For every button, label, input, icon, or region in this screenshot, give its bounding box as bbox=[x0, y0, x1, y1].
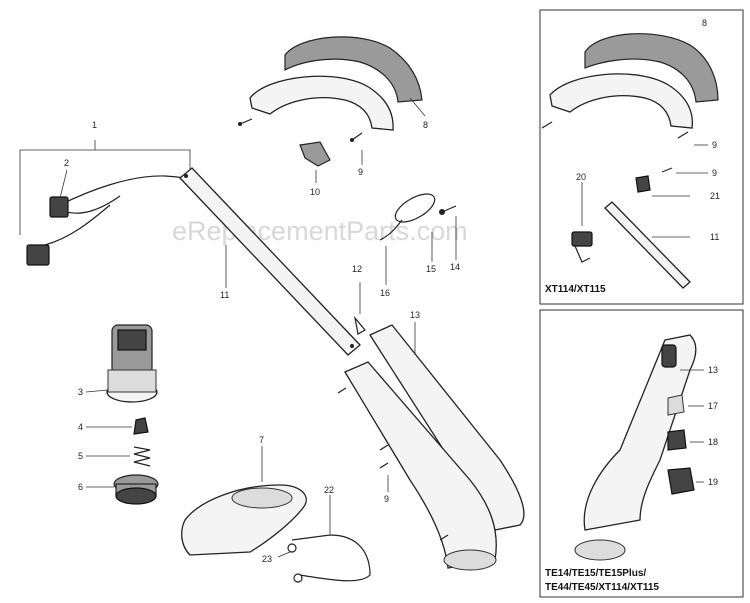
part-15-cord-loop bbox=[379, 193, 457, 285]
callout-8: 8 bbox=[423, 120, 428, 130]
part-1-cord-assembly bbox=[19, 140, 193, 266]
callout-4: 4 bbox=[78, 422, 83, 432]
part-7-guard bbox=[181, 446, 307, 556]
panel-caption-xt114: XT114/XT115 bbox=[545, 284, 606, 295]
part-12-clip bbox=[353, 282, 366, 335]
callout-7: 7 bbox=[259, 435, 264, 445]
part-9-housing-screws bbox=[337, 387, 449, 541]
part-8-handle bbox=[249, 36, 426, 131]
part-13-housing bbox=[344, 322, 525, 571]
panel-callout-11: 11 bbox=[710, 232, 719, 242]
panel-callout-9a: 9 bbox=[712, 140, 717, 150]
part-3-motor bbox=[85, 324, 158, 403]
callout-6: 6 bbox=[78, 482, 83, 492]
callout-22: 22 bbox=[324, 485, 334, 495]
callout-1: 1 bbox=[92, 120, 97, 130]
panel-te-frame bbox=[539, 309, 744, 598]
callout-3: 3 bbox=[78, 387, 83, 397]
callout-10: 10 bbox=[310, 187, 320, 197]
panel-xt114-frame bbox=[539, 9, 744, 305]
callout-9a: 9 bbox=[358, 167, 363, 177]
panel-callout-20: 20 bbox=[576, 172, 586, 182]
callout-9b: 9 bbox=[384, 494, 389, 504]
part-10-switch bbox=[299, 141, 331, 183]
callout-16: 16 bbox=[380, 288, 390, 298]
part-11-tube bbox=[179, 167, 361, 356]
callout-11: 11 bbox=[220, 290, 229, 300]
panel-callout-21: 21 bbox=[710, 191, 720, 201]
panel-callout-18: 18 bbox=[708, 437, 718, 447]
callout-5: 5 bbox=[78, 451, 83, 461]
part-9-screws bbox=[238, 118, 363, 165]
callout-2: 2 bbox=[64, 158, 69, 168]
part-5-spring bbox=[86, 446, 151, 467]
panel-callout-8: 8 bbox=[702, 18, 707, 28]
callout-13: 13 bbox=[410, 310, 420, 320]
panel-caption-te-line1: TE14/TE15/TE15Plus/ bbox=[545, 568, 646, 579]
panel-te-parts bbox=[574, 334, 704, 561]
part-6-spool bbox=[86, 474, 159, 505]
panel-callout-13: 13 bbox=[708, 365, 718, 375]
panel-caption-te-line2: TE44/TE45/XT114/XT115 bbox=[545, 582, 659, 593]
part-22-wire bbox=[277, 495, 371, 583]
callout-14: 14 bbox=[450, 262, 460, 272]
panel-xt114-parts bbox=[541, 33, 719, 289]
panel-callout-9b: 9 bbox=[712, 168, 717, 178]
callout-23: 23 bbox=[262, 554, 272, 564]
panel-callout-17: 17 bbox=[708, 401, 718, 411]
watermark-text: eReplacementParts.com bbox=[172, 216, 468, 246]
panel-callout-19: 19 bbox=[708, 477, 718, 487]
part-4-nut bbox=[86, 417, 149, 435]
callout-15: 15 bbox=[426, 264, 436, 274]
callout-12: 12 bbox=[352, 264, 362, 274]
